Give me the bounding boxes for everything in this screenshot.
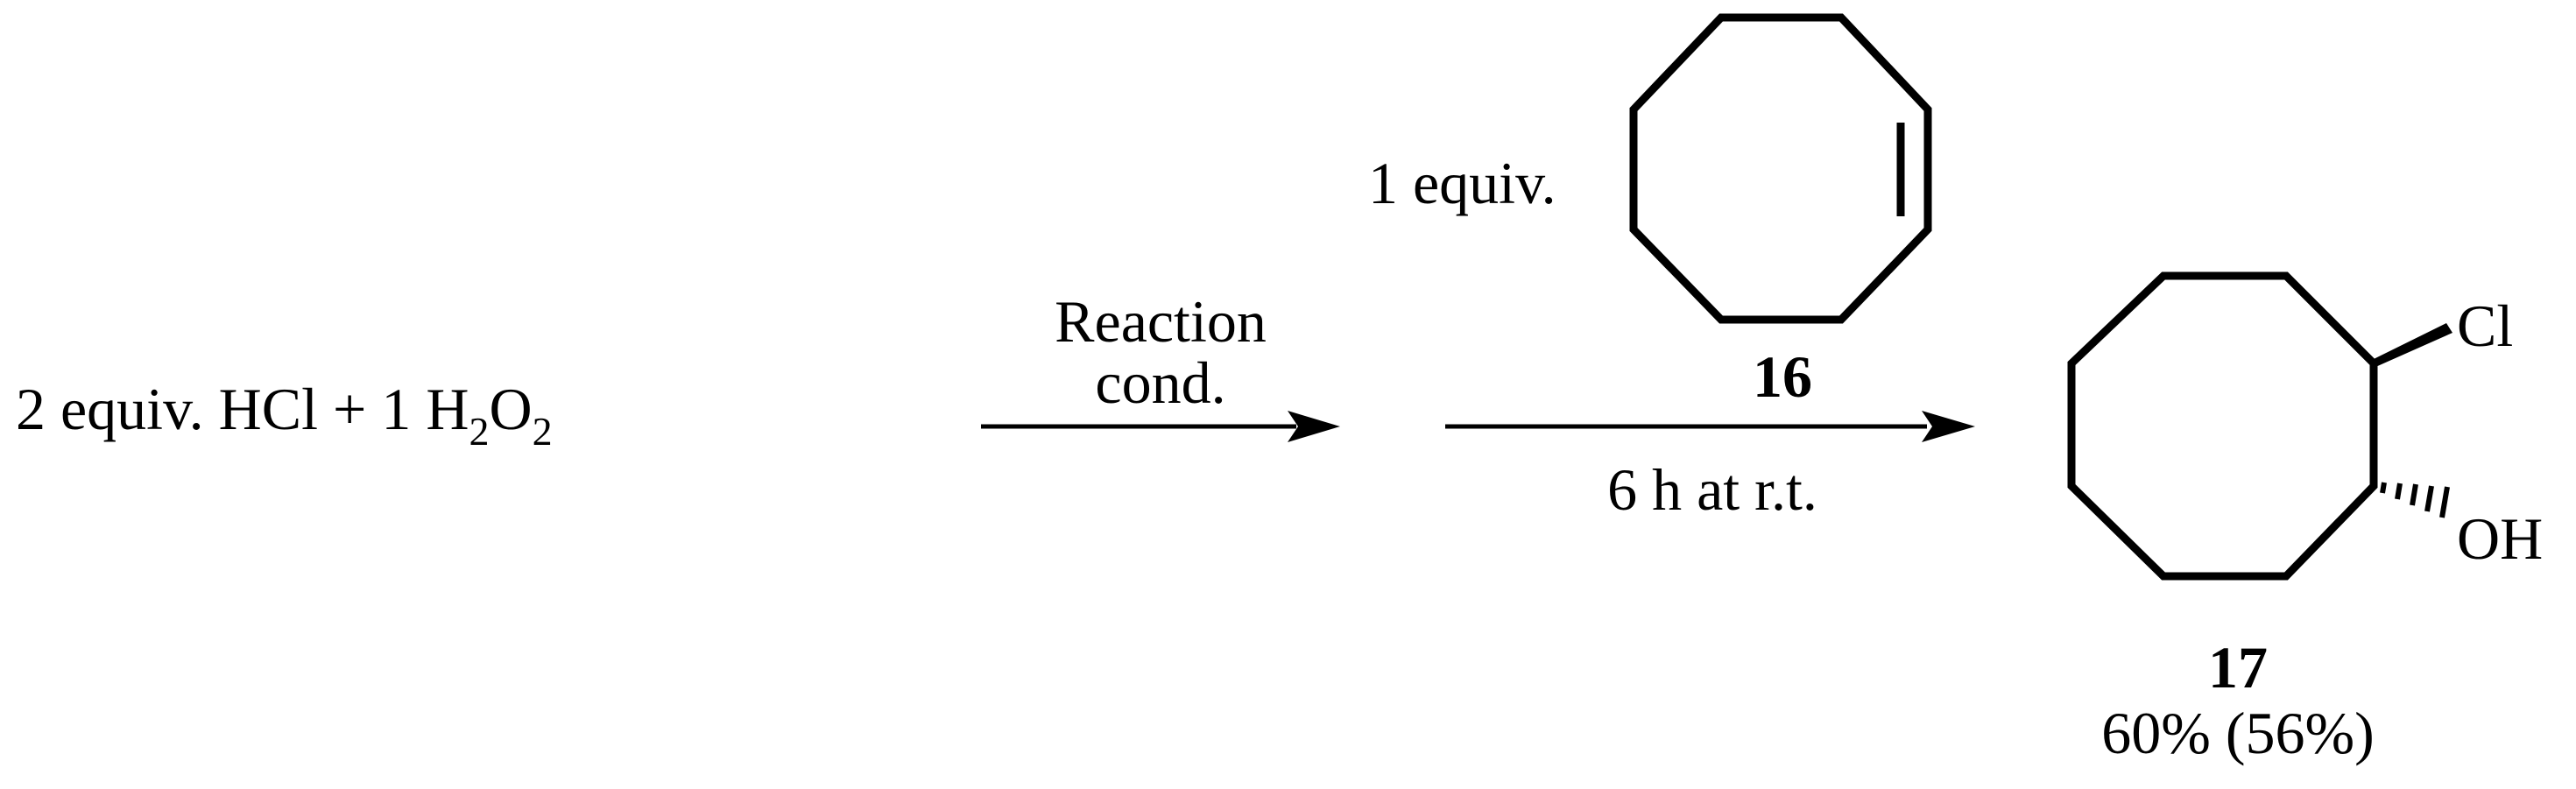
chlorine-label: Cl (2457, 292, 2513, 359)
reaction-arrow-1 (981, 411, 1340, 442)
product-yield: 60% (56%) (2101, 700, 2375, 766)
h2o2-oxygen: O (489, 376, 532, 442)
reactants-formula: 2 equiv. HCl + 1 H2O2 (16, 376, 553, 454)
arrow-2-label-conditions: 6 h at r.t. (1607, 456, 1817, 523)
chloro-wedge-bond (2374, 323, 2452, 368)
reaction-arrow-2 (1445, 411, 1975, 442)
cyclooctene-ring (1629, 13, 1932, 324)
cyclooctene-equiv-label: 1 equiv. (1368, 150, 1556, 216)
chlorohydrin-structure (2067, 271, 2452, 581)
compound-17-number: 17 (2208, 634, 2268, 701)
cyclooctene-structure (1629, 13, 1932, 324)
hydroxy-hash-bond (2380, 482, 2450, 518)
arrow-1-label-cond: cond. (1095, 349, 1225, 416)
arrow-1-head (1288, 411, 1340, 442)
reactants-text: 2 equiv. HCl + 1 H (16, 376, 469, 442)
cyclooctane-ring (2067, 271, 2378, 581)
hydroxyl-label: OH (2457, 505, 2543, 572)
compound-16-number: 16 (1753, 343, 1812, 410)
arrow-1-label-reaction: Reaction (1055, 288, 1267, 355)
arrow-2-head (1922, 411, 1975, 442)
h2o2-subscript-1: 2 (469, 409, 489, 454)
h2o2-subscript-2: 2 (533, 409, 553, 454)
